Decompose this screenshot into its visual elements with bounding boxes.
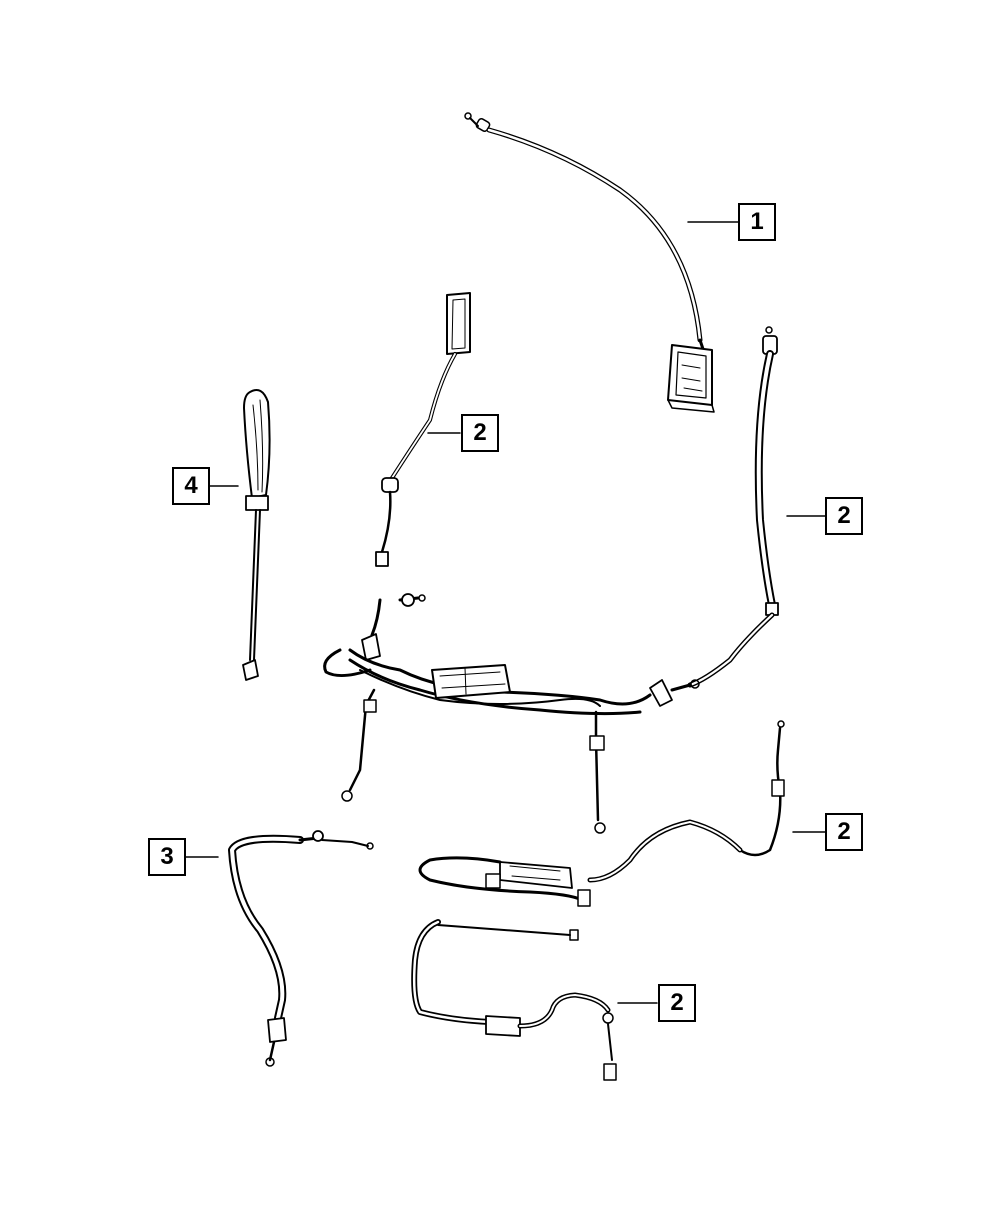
callout-3: 3 xyxy=(148,838,186,876)
central-harness xyxy=(323,593,700,834)
part-2c-cable xyxy=(418,720,785,907)
callout-2-right-cable: 2 xyxy=(825,497,863,535)
callout-2-lower-right-cable: 2 xyxy=(825,813,863,851)
callout-2-bottom-cable: 2 xyxy=(658,984,696,1022)
callout-1: 1 xyxy=(738,203,776,241)
part-2d-cable xyxy=(411,919,617,1081)
callout-4: 4 xyxy=(172,467,210,505)
callout-2-upper-harness: 2 xyxy=(461,414,499,452)
part-1-cable xyxy=(464,112,715,413)
part-3-cable xyxy=(228,830,374,1067)
part-2b-cable xyxy=(687,326,779,688)
part-2a-harness xyxy=(375,292,471,567)
part-4-handle xyxy=(242,389,271,681)
leader-lines xyxy=(185,221,826,1004)
